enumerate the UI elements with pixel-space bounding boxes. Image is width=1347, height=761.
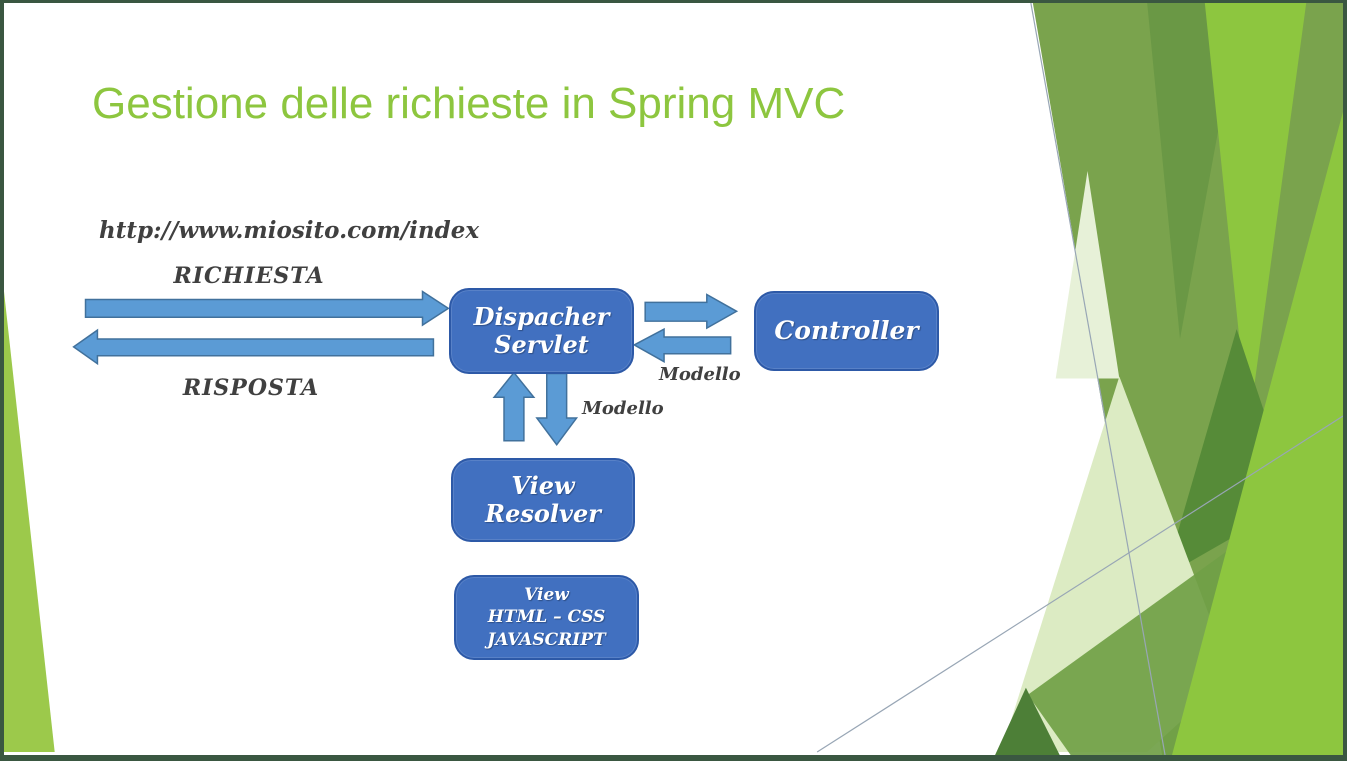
view-label-line3: JAVASCRIPT (487, 629, 606, 650)
view-resolver-label-line2: Resolver (485, 499, 601, 528)
request-arrow (84, 290, 450, 327)
modello-label-controller: Modello (659, 364, 741, 385)
dispatcher-servlet-box: Dispacher Servlet (449, 288, 634, 374)
left-green-wedge-shape (4, 291, 55, 753)
thin-diagonal-line-1 (1030, 3, 1166, 755)
dispatcher-to-controller-arrow (644, 293, 739, 330)
view-label-line1: View (524, 585, 569, 606)
dispatcher-to-viewresolver-arrow (535, 372, 579, 446)
response-arrow (72, 328, 435, 366)
view-resolver-box: View Resolver (451, 458, 635, 542)
controller-to-dispatcher-arrow (632, 327, 732, 363)
viewresolver-to-dispatcher-arrow (492, 371, 536, 442)
controller-label: Controller (774, 315, 919, 345)
pale-sliver-shape (1055, 170, 1120, 379)
diagram-arrows (72, 290, 739, 446)
view-resolver-label-line1: View (511, 471, 575, 501)
dispatcher-servlet-label-line2: Servlet (494, 330, 589, 359)
url-label: http://www.miosito.com/index (99, 217, 480, 244)
thin-diagonal-line-2 (816, 415, 1343, 753)
small-dark-wedge-shape (995, 687, 1060, 755)
dispatcher-servlet-label-line1: Dispacher (473, 302, 610, 332)
modello-label-view-resolver: Modello (582, 398, 664, 419)
view-box: View HTML – CSS JAVASCRIPT (454, 575, 639, 660)
request-label: RICHIESTA (173, 263, 325, 289)
controller-box: Controller (754, 291, 939, 371)
bright-top-strip-shape (1204, 3, 1307, 428)
view-label-line2: HTML – CSS (487, 607, 606, 628)
response-label: RISPOSTA (182, 375, 320, 401)
green-facet-decoration (4, 3, 1343, 755)
slide-title: Gestione delle richieste in Spring MVC (92, 79, 846, 128)
